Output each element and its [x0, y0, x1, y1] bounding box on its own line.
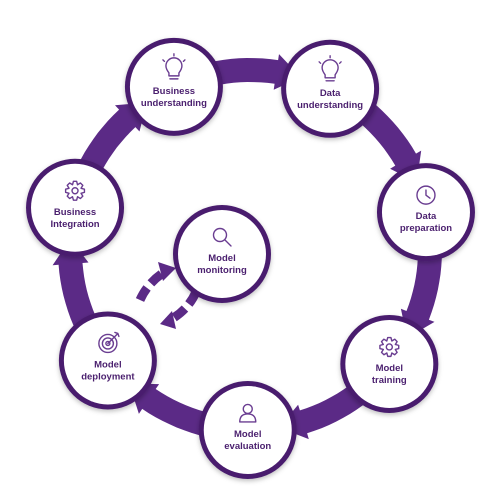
node-label-line1: Model — [234, 429, 261, 440]
node-label-line2: understanding — [141, 98, 207, 109]
gear-icon — [64, 180, 86, 201]
node-label-line1: Model — [376, 363, 403, 374]
node-label-line1: Business — [54, 207, 96, 218]
node-disc — [129, 42, 218, 131]
node-disc — [178, 210, 266, 298]
monitoring-arrow-out-head — [160, 311, 176, 329]
monitoring-arrow-in-head — [158, 262, 176, 281]
lightbulb-icon — [318, 55, 342, 82]
clock-icon — [416, 185, 436, 205]
user-icon — [239, 403, 257, 423]
node-label-line2: deployment — [81, 371, 135, 382]
node-disc — [63, 316, 152, 405]
target-icon — [98, 331, 120, 354]
cycle-arrow — [200, 54, 301, 90]
cycle-arrow — [400, 242, 442, 338]
node-disc — [203, 385, 292, 474]
node-label-line1: Data — [320, 88, 341, 99]
node-disc — [381, 168, 470, 257]
magnifier-icon — [212, 227, 232, 247]
node-label-line1: Data — [416, 211, 437, 222]
cycle-arrow — [52, 238, 102, 340]
node-label-line2: Integration — [50, 219, 99, 230]
monitoring-arrow-out — [167, 290, 201, 324]
node-label-line1: Business — [153, 86, 195, 97]
node-label-line1: Model — [208, 253, 235, 264]
node-label-line1: Model — [94, 359, 121, 370]
node-disc — [31, 163, 120, 252]
node-label-line2: training — [372, 375, 407, 386]
node-label-line2: preparation — [400, 223, 452, 234]
node-label-line2: monitoring — [197, 265, 247, 276]
cycle-arrow — [129, 383, 219, 439]
monitoring-links — [135, 262, 201, 329]
cycle-nodes: BusinessunderstandingDataunderstandingDa… — [26, 37, 475, 479]
node-disc — [345, 319, 434, 408]
lightbulb-icon — [162, 53, 186, 80]
gear-icon — [379, 336, 400, 358]
node-disc — [286, 44, 375, 133]
monitoring-arrow-in — [135, 267, 169, 302]
node-label-line2: evaluation — [224, 441, 271, 452]
node-label-line2: understanding — [297, 100, 363, 111]
